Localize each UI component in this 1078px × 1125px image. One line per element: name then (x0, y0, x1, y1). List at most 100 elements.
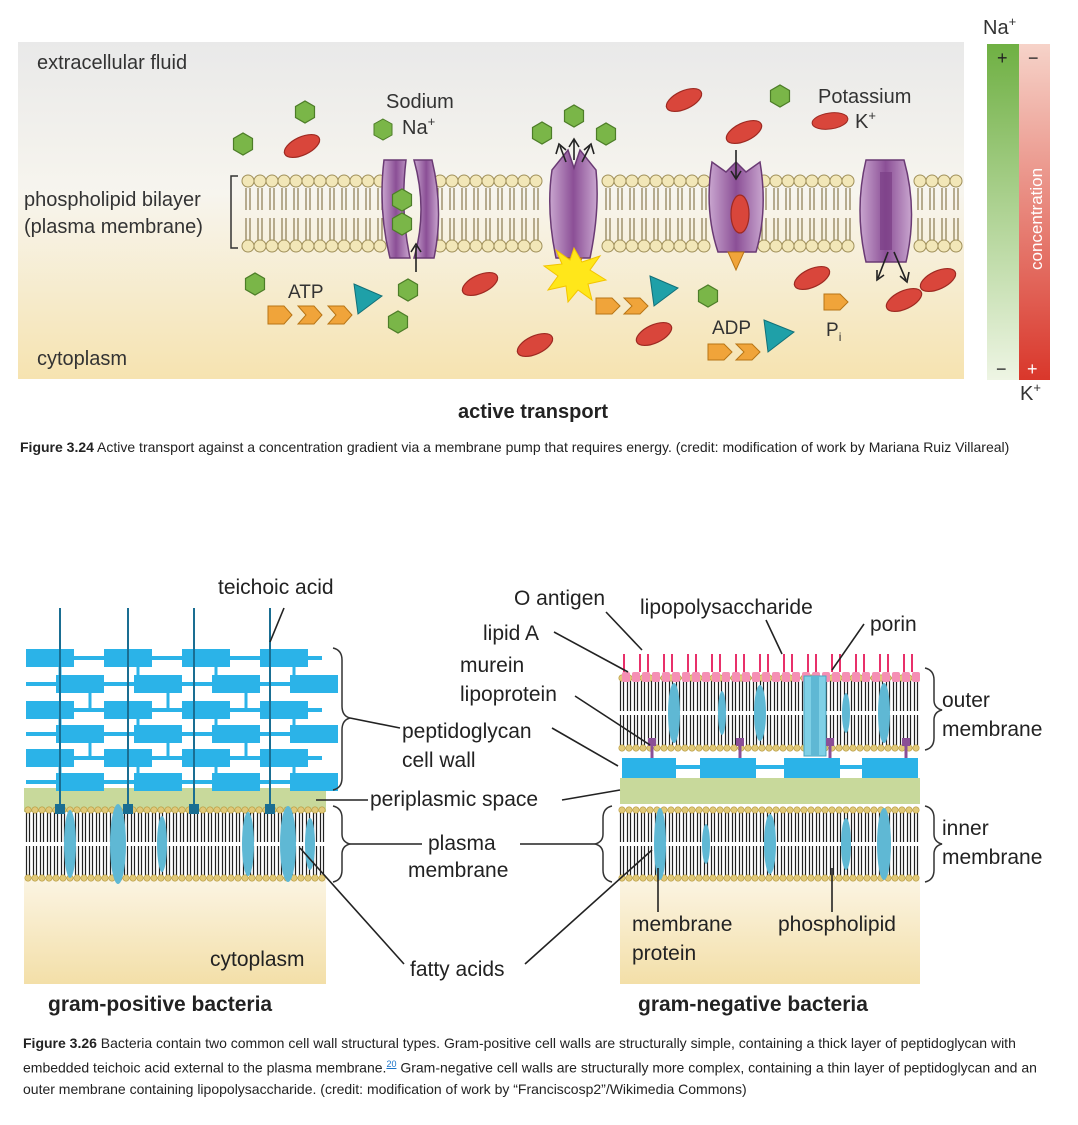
phospholipid-head (765, 874, 773, 882)
lipid-head (781, 239, 795, 253)
phospholipid-head (38, 806, 46, 814)
caption-figure-label: Figure 3.26 (23, 1035, 97, 1051)
footnote-link[interactable]: 20 (386, 1059, 397, 1069)
diagram-title: active transport (458, 401, 608, 423)
lipid-head (313, 174, 327, 188)
lipid-head (913, 239, 927, 253)
phospholipid-head (793, 806, 801, 814)
peptidoglycan-block (290, 773, 338, 791)
phospholipid-head (730, 806, 738, 814)
phospholipid-head (667, 874, 675, 882)
lipid-head (613, 174, 627, 188)
membrane-protein (754, 685, 766, 741)
lipid-head (529, 239, 543, 253)
outer-membrane-label-1: outer (942, 689, 990, 712)
phospholipid-head (73, 874, 81, 882)
peptidoglycan-label-2: cell wall (402, 749, 476, 772)
bilayer-bracket (230, 175, 238, 249)
phospholipid-head (905, 874, 913, 882)
lipid-head (325, 239, 339, 253)
phospholipid-head (45, 806, 53, 814)
lipid-head (925, 239, 939, 253)
membrane-protein-label-1: membrane (632, 913, 732, 936)
phospholipid-head (709, 744, 717, 752)
phospholipid-head (765, 744, 773, 752)
phospholipid-head (751, 874, 759, 882)
phospholipid-head (716, 744, 724, 752)
phospholipid-head (758, 744, 766, 752)
phosphate-icon (823, 293, 849, 311)
phospholipid-head (835, 806, 843, 814)
lipid-head (625, 174, 639, 188)
phospholipid-head (304, 874, 312, 882)
phospholipid-head (779, 806, 787, 814)
membrane-protein (842, 693, 850, 733)
inner-membrane-label-2: membrane (942, 846, 1042, 869)
lipid-head (781, 174, 795, 188)
phospholipid-head (856, 874, 864, 882)
phospholipid-head (632, 744, 640, 752)
lipid-head (829, 239, 843, 253)
potassium-ion (793, 265, 831, 291)
sodium-ion (531, 121, 553, 145)
potassium-ion (461, 271, 499, 297)
phospholipid-head (87, 806, 95, 814)
phospholipid-head (737, 806, 745, 814)
membrane-protein (841, 818, 851, 870)
phospholipid-head (814, 874, 822, 882)
peptidoglycan-block (212, 725, 260, 743)
cytoplasm-area (24, 880, 326, 984)
lipid-head (493, 174, 507, 188)
membrane-protein (668, 683, 680, 743)
lipid-a-unit (752, 672, 760, 682)
lipid-head (925, 174, 939, 188)
figure-3-24-caption: Figure 3.24 Active transport against a c… (20, 437, 1060, 458)
lipid-head (949, 174, 963, 188)
inner-membrane-label-1: inner (942, 817, 989, 840)
lipid-a-unit (692, 672, 700, 682)
phospholipid-head (877, 744, 885, 752)
leader-lines (269, 607, 865, 965)
sodium-ion (563, 104, 585, 128)
phospholipid-head (164, 806, 172, 814)
phospholipid-head (38, 874, 46, 882)
peptidoglycan-block (290, 725, 338, 743)
k-minus-sign: − (1028, 48, 1039, 68)
thin-peptidoglycan-layer (622, 758, 918, 778)
lipid-head (805, 239, 819, 253)
phospholipid-head (723, 744, 731, 752)
diagram-background (18, 42, 964, 379)
pump-protein-4 (859, 159, 913, 263)
phospholipid-head (772, 874, 780, 882)
concentration-label: concentration (1027, 168, 1046, 270)
lipid-a-unit (912, 672, 920, 682)
lipid-a-unit (762, 672, 770, 682)
lipid-head (253, 239, 267, 253)
transport-arrows (410, 137, 910, 284)
phospholipid-head (912, 806, 920, 814)
phospholipid-head (730, 744, 738, 752)
lipid-head (601, 239, 615, 253)
lipid-head (481, 239, 495, 253)
phospholipid-head (171, 806, 179, 814)
sodium-ion (387, 310, 409, 334)
peptidoglycan-block (862, 758, 918, 778)
potassium-ion (635, 321, 673, 347)
peptidoglycan-label-1: peptidoglycan (402, 720, 532, 743)
potassium-ion (730, 194, 750, 234)
lipid-head (265, 239, 279, 253)
lipid-a-unit (642, 672, 650, 682)
phospholipid-head (849, 874, 857, 882)
phospholipid-head (772, 744, 780, 752)
ion-particles (232, 84, 957, 358)
phospholipid-head (891, 874, 899, 882)
phospholipid-head (884, 744, 892, 752)
peptidoglycan-block (212, 773, 260, 791)
lipid-a-unit (712, 672, 720, 682)
teichoic-anchor (189, 804, 199, 814)
phospholipid-head (178, 874, 186, 882)
lipid-head (457, 174, 471, 188)
sodium-ion (595, 122, 617, 146)
lipoprotein-head (736, 738, 744, 746)
lipid-a-unit (782, 672, 790, 682)
